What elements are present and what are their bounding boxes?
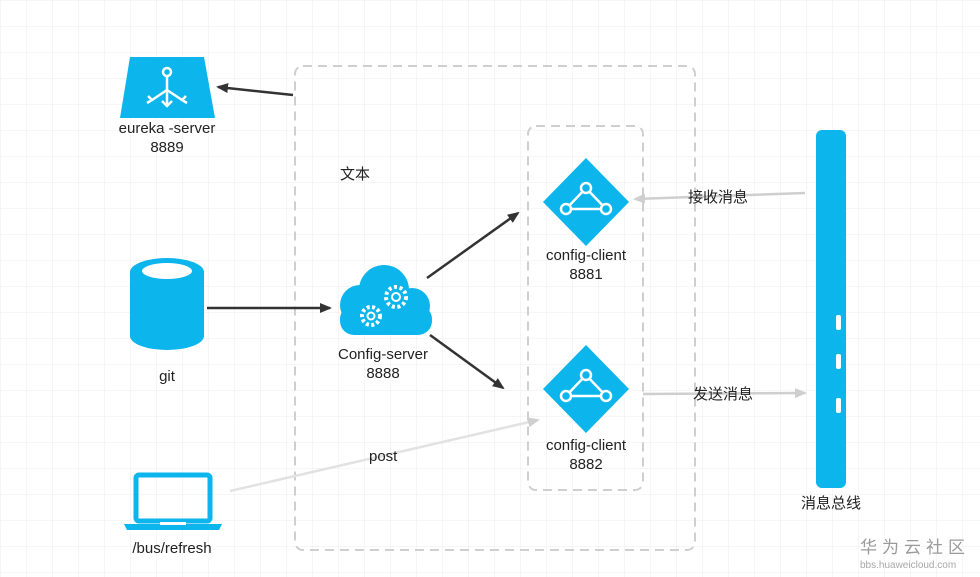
- config-client-2-label: config-client: [546, 437, 627, 454]
- message-bus-label: 消息总线: [801, 494, 861, 512]
- watermark-site: bbs.huaweicloud.com: [860, 560, 956, 571]
- post-label: post: [369, 448, 398, 465]
- config-client-1-icon: [543, 158, 629, 246]
- eureka-server-icon: [120, 57, 215, 118]
- git-label: git: [159, 368, 176, 385]
- arrow-bus-to-client1: [633, 191, 806, 204]
- clients-group-box: [527, 125, 644, 491]
- laptop-icon: [124, 472, 222, 530]
- receive-message-label: 接收消息: [688, 188, 748, 206]
- config-client-1-port: 8881: [569, 266, 602, 283]
- arrow-server-to-eureka: [216, 83, 294, 97]
- bus-refresh-label: /bus/refresh: [132, 540, 211, 557]
- arrow-laptop-to-client2: [229, 417, 540, 493]
- config-server-cloud-icon: [340, 265, 432, 335]
- config-client-1-label: config-client: [546, 247, 627, 264]
- config-client-2-port: 8882: [569, 456, 602, 473]
- eureka-server-port: 8889: [150, 139, 183, 156]
- watermark-brand: 华为云社区: [860, 538, 970, 558]
- annotation-text: 文本: [340, 165, 370, 183]
- eureka-server-label: eureka -server: [119, 120, 216, 137]
- arrow-client2-to-bus: [642, 388, 807, 399]
- arrow-server-to-client1: [426, 211, 520, 280]
- message-bus-icon: [816, 130, 846, 488]
- config-server-label: Config-server: [338, 346, 428, 363]
- config-client-2-icon: [543, 345, 629, 433]
- arrow-server-to-client2: [429, 333, 505, 390]
- send-message-label: 发送消息: [693, 385, 753, 403]
- git-database-icon: [130, 258, 204, 350]
- config-server-port: 8888: [366, 365, 399, 382]
